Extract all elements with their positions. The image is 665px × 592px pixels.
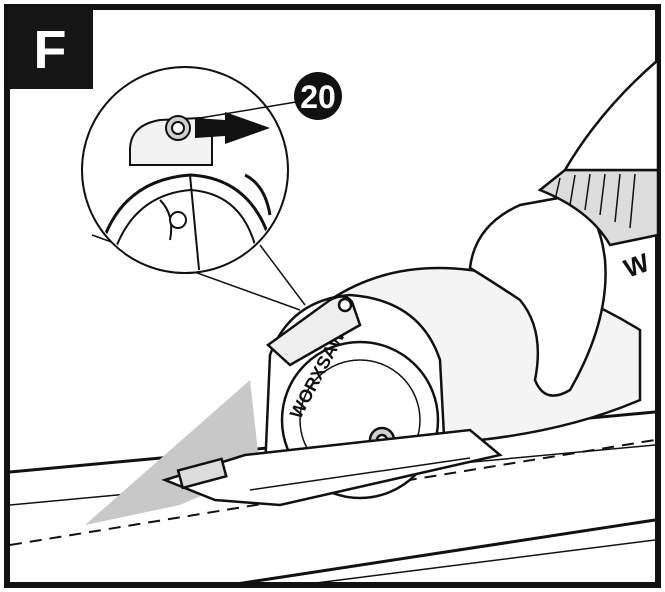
zoom-detail (81, 66, 289, 274)
zoom-circle (81, 66, 289, 274)
base-plate (161, 428, 503, 507)
callout-number: 20 (300, 79, 336, 115)
push-arrow (195, 112, 270, 144)
callout-badge: 20 (199, 72, 342, 120)
step-label-box: F (7, 7, 93, 89)
spindle-lock-lever (266, 295, 362, 367)
step-label: F (34, 20, 67, 80)
circular-saw: W WORXSAW (161, 57, 660, 507)
operator-hand (468, 193, 607, 397)
